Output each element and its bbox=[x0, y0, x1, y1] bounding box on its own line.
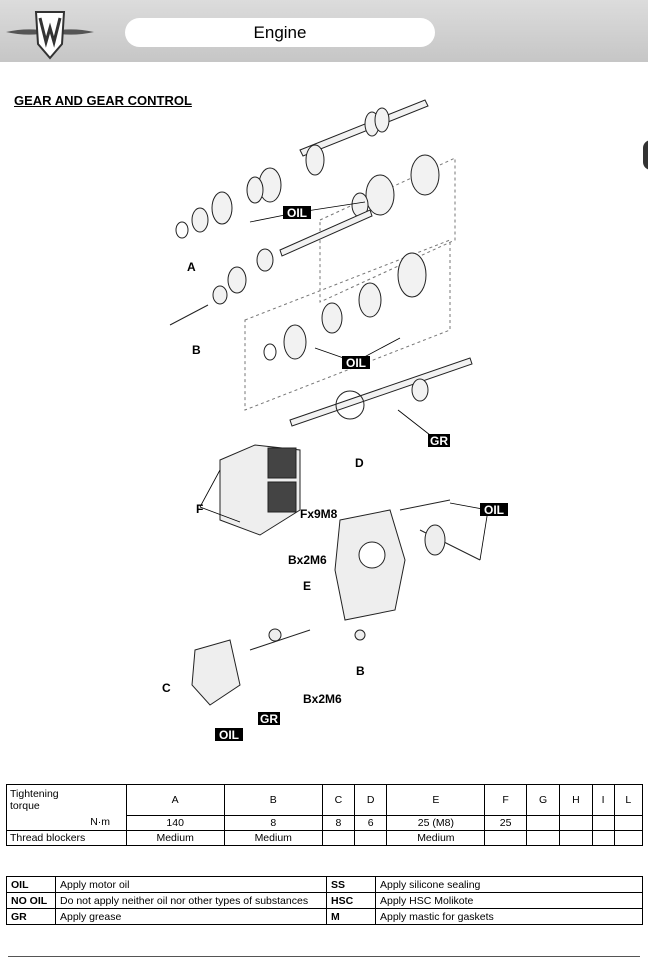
nm-a: 140 bbox=[125, 814, 225, 831]
section-title: GEAR AND GEAR CONTROL bbox=[14, 93, 192, 108]
thread-f bbox=[484, 829, 527, 846]
legend-text: Apply silicone sealing bbox=[375, 876, 643, 893]
oil-label-3: OIL bbox=[484, 503, 504, 517]
nm-g bbox=[525, 814, 561, 831]
thread-a: Medium bbox=[125, 829, 225, 846]
thread-c bbox=[321, 829, 356, 846]
legend-text: Do not apply neither oil nor other types… bbox=[55, 892, 327, 909]
mv-agusta-logo bbox=[4, 2, 96, 62]
oil-label-1: OIL bbox=[287, 206, 307, 220]
thread-e: Medium bbox=[386, 829, 486, 846]
thread-d bbox=[354, 829, 388, 846]
col-g: G bbox=[525, 784, 561, 816]
nm-b: 8 bbox=[223, 814, 323, 831]
nm-i bbox=[591, 814, 615, 831]
legend-code: M bbox=[326, 908, 376, 925]
label-c: C bbox=[162, 681, 171, 695]
col-a: A bbox=[125, 784, 225, 816]
oil-label-2: OIL bbox=[346, 356, 366, 370]
label-d: D bbox=[355, 456, 364, 470]
legend-code: SS bbox=[326, 876, 376, 893]
label-bx2m6-2: Bx2M6 bbox=[303, 692, 342, 706]
thread-i bbox=[591, 829, 615, 846]
col-h: H bbox=[559, 784, 593, 816]
gearbox-cover bbox=[191, 444, 481, 706]
legend-text: Apply HSC Molikote bbox=[375, 892, 643, 909]
legend-row: NO OIL Do not apply neither oil nor othe… bbox=[6, 892, 643, 909]
label-b-2: B bbox=[356, 664, 365, 678]
thread-h bbox=[559, 829, 593, 846]
thread-blockers-label: Thread blockers bbox=[6, 829, 127, 846]
unit-label: N·m bbox=[74, 815, 127, 831]
nm-d: 6 bbox=[354, 814, 388, 831]
nm-f: 25 bbox=[484, 814, 527, 831]
label-bx2m6-1: Bx2M6 bbox=[288, 553, 327, 567]
side-tab-marker bbox=[643, 140, 648, 170]
page-title: Engine bbox=[125, 18, 435, 47]
legend-code: HSC bbox=[326, 892, 376, 909]
thread-l bbox=[613, 829, 643, 846]
nm-e: 25 (M8) bbox=[386, 814, 486, 831]
legend-row: OIL Apply motor oil SS Apply silicone se… bbox=[6, 876, 643, 893]
label-f: F bbox=[196, 502, 203, 516]
countershaft-gears bbox=[263, 252, 473, 427]
legend-code: NO OIL bbox=[6, 892, 56, 909]
oil-label-4: OIL bbox=[219, 728, 239, 742]
col-d: D bbox=[354, 784, 388, 816]
gr-label-2: GR bbox=[260, 712, 278, 726]
legend-row: GR Apply grease M Apply mastic for gaske… bbox=[6, 908, 643, 925]
col-b: B bbox=[223, 784, 323, 816]
nm-h bbox=[559, 814, 593, 831]
gearbox-exploded-diagram: OIL OIL OIL OIL GR GR A B B C D E F Fx9M… bbox=[150, 90, 520, 750]
legend-text: Apply motor oil bbox=[55, 876, 327, 893]
label-a: A bbox=[187, 260, 196, 274]
col-c: C bbox=[321, 784, 356, 816]
legend-text: Apply grease bbox=[55, 908, 327, 925]
legend-code: OIL bbox=[6, 876, 56, 893]
col-e: E bbox=[386, 784, 486, 816]
diagram-label-group: OIL OIL OIL OIL GR GR A B B C D E F Fx9M… bbox=[162, 206, 508, 742]
footer-divider bbox=[8, 956, 640, 957]
thread-g bbox=[525, 829, 561, 846]
primary-shaft bbox=[175, 99, 429, 239]
label-e: E bbox=[303, 579, 311, 593]
secondary-gears bbox=[169, 154, 440, 326]
nm-l bbox=[613, 814, 643, 831]
page-header: Engine bbox=[0, 0, 648, 62]
gr-label-1: GR bbox=[430, 434, 448, 448]
substance-legend-table: OIL Apply motor oil SS Apply silicone se… bbox=[6, 876, 643, 925]
label-fx9m8: Fx9M8 bbox=[300, 507, 338, 521]
col-f: F bbox=[484, 784, 527, 816]
col-i: I bbox=[591, 784, 615, 816]
col-l: L bbox=[613, 784, 643, 816]
legend-code: GR bbox=[6, 908, 56, 925]
legend-text: Apply mastic for gaskets bbox=[375, 908, 643, 925]
label-b-1: B bbox=[192, 343, 201, 357]
thread-b: Medium bbox=[223, 829, 323, 846]
nm-c: 8 bbox=[321, 814, 356, 831]
